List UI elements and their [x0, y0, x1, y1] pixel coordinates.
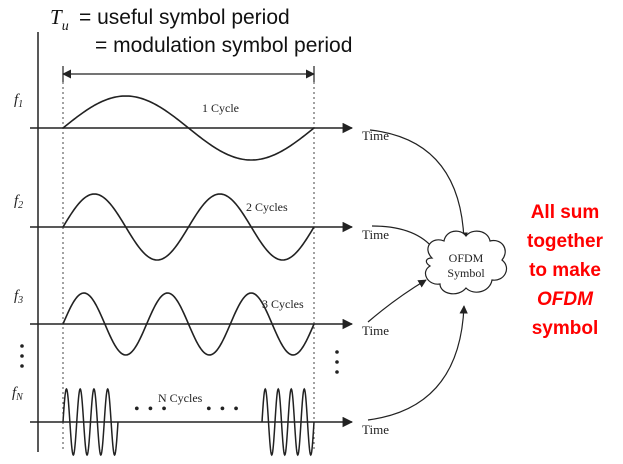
subcarrier-wave-3 — [62, 292, 315, 356]
subcarrier-wave-n-start — [62, 387, 119, 457]
sum-arrow-3 — [367, 279, 427, 323]
sum-note: All sum together to make OFDM symbol — [527, 202, 604, 339]
note-line-4: OFDM — [537, 289, 594, 310]
subcarrier-wave-1 — [62, 95, 315, 161]
ellipsis-left: • • • — [134, 401, 169, 418]
freq-label-n: fN — [12, 385, 24, 403]
time-label-3: Time — [362, 323, 389, 338]
note-line-5: symbol — [532, 318, 599, 339]
cycles-label-2: 2 Cycles — [246, 200, 288, 214]
subcarrier-wave-n-end — [261, 387, 315, 457]
note-line-2: together — [527, 231, 604, 252]
row-ellipsis — [20, 344, 339, 374]
note-line-1: All sum — [531, 202, 600, 223]
cloud-line-1: OFDM — [449, 251, 484, 265]
subcarrier-wave-2 — [62, 193, 315, 261]
time-label-2: Time — [362, 227, 389, 242]
sum-arrow-1 — [369, 129, 468, 241]
subcarrier-row-2: f2 Time 2 Cycles — [14, 193, 389, 261]
freq-label-2: f2 — [14, 193, 23, 211]
subcarrier-row-n: fN Time N Cycles • • • • • • — [12, 385, 389, 457]
freq-label-3: f3 — [14, 288, 23, 306]
freq-label-1: f1 — [14, 92, 23, 110]
ellipsis-right: • • • — [206, 401, 241, 418]
ofdm-symbol-cloud: OFDM Symbol — [425, 230, 507, 295]
subcarrier-row-3: f3 Time 3 Cycles — [14, 288, 389, 356]
time-label-n: Time — [362, 422, 389, 437]
note-line-3: to make — [529, 260, 601, 281]
period-symbol: Tu — [50, 5, 69, 34]
cycles-label-n: N Cycles — [158, 391, 203, 405]
header-line-2: = modulation symbol period — [95, 34, 352, 57]
sum-arrow-n — [367, 305, 468, 421]
header-line-1: = useful symbol period — [79, 6, 290, 29]
cycles-label-3: 3 Cycles — [262, 297, 304, 311]
cycles-label-1: 1 Cycle — [202, 101, 239, 115]
cloud-line-2: Symbol — [447, 266, 485, 280]
subcarrier-row-1: f1 Time 1 Cycle — [14, 92, 389, 161]
